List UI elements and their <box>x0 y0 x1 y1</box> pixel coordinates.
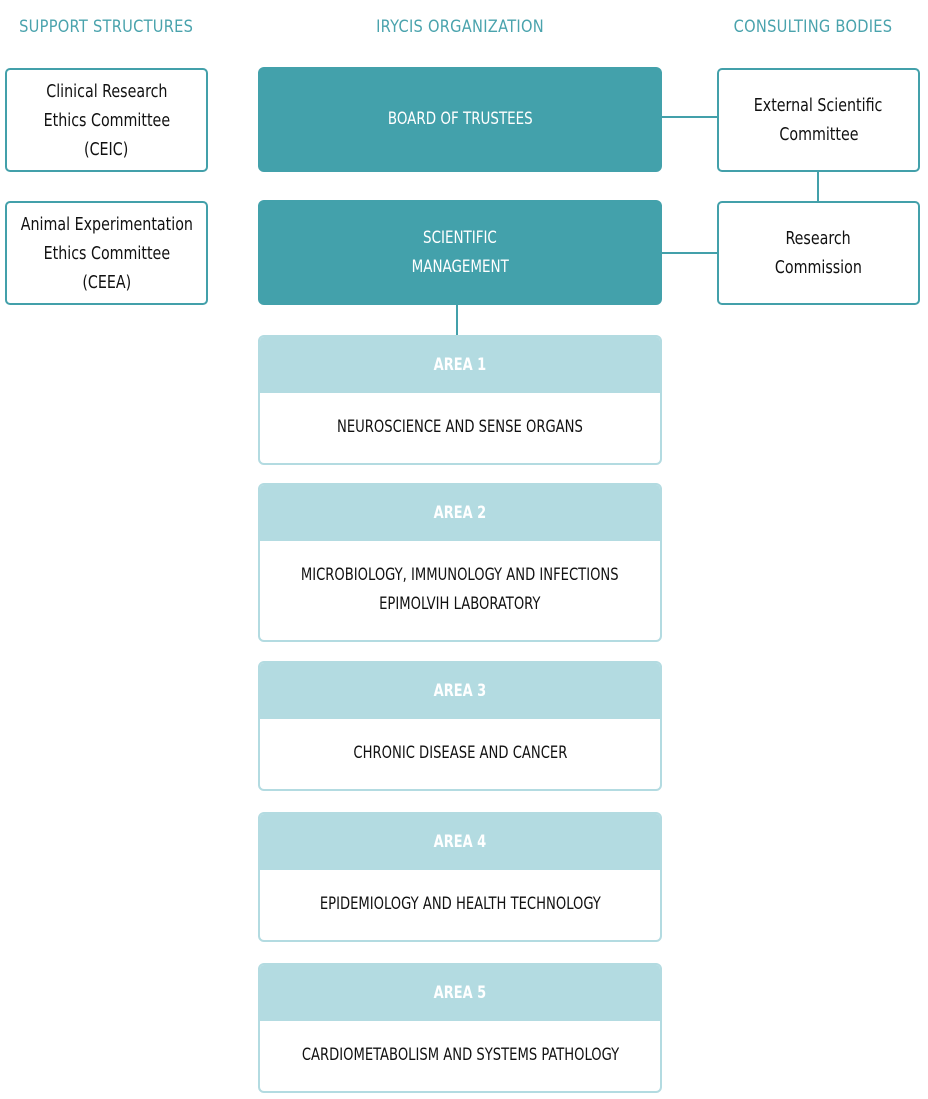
area-3-line-1: CHRONIC DISEASE AND CANCER <box>353 743 567 763</box>
external-committee-line-2: Committee <box>778 124 859 145</box>
board-of-trustees-box: BOARD OF TRUSTEES <box>258 67 662 172</box>
area-4-body: EPIDEMIOLOGY AND HEALTH TECHNOLOGY <box>260 870 660 939</box>
connector-management-to-areas <box>456 305 458 336</box>
area-1-line-1: NEUROSCIENCE AND SENSE ORGANS <box>337 417 583 437</box>
scientific-management-line-2: MANAGEMENT <box>411 256 509 277</box>
area-2-title: AREA 2 <box>433 503 487 523</box>
irycis-organization-header: IRYCIS ORGANIZATION <box>376 17 544 37</box>
consulting-bodies-header: CONSULTING BODIES <box>733 17 893 37</box>
board-of-trustees-label: BOARD OF TRUSTEES <box>387 109 533 129</box>
ceic-line-1: Clinical Research <box>45 80 168 102</box>
research-commission-line-1: Research <box>785 228 852 249</box>
area-4-box: AREA 4 EPIDEMIOLOGY AND HEALTH TECHNOLOG… <box>258 812 662 942</box>
ceea-box: Animal Experimentation Ethics Committee … <box>5 201 208 305</box>
area-5-header: AREA 5 <box>260 965 660 1021</box>
area-5-box: AREA 5 CARDIOMETABOLISM AND SYSTEMS PATH… <box>258 963 662 1093</box>
area-1-header: AREA 1 <box>260 337 660 393</box>
area-4-line-1: EPIDEMIOLOGY AND HEALTH TECHNOLOGY <box>319 894 601 914</box>
external-scientific-committee-box: External Scientific Committee <box>717 68 920 172</box>
area-2-line-2: EPIMOLVIH LABORATORY <box>379 594 541 614</box>
research-commission-line-2: Commission <box>775 257 862 278</box>
area-5-title: AREA 5 <box>433 983 487 1003</box>
area-3-header: AREA 3 <box>260 663 660 719</box>
ceic-line-2: Ethics Committee <box>43 109 170 131</box>
area-3-title: AREA 3 <box>433 681 487 701</box>
ceic-box: Clinical Research Ethics Committee (CEIC… <box>5 68 208 172</box>
area-5-body: CARDIOMETABOLISM AND SYSTEMS PATHOLOGY <box>260 1021 660 1090</box>
area-4-header: AREA 4 <box>260 814 660 870</box>
connector-board-to-external <box>662 116 718 118</box>
support-structures-header: SUPPORT STRUCTURES <box>19 17 194 37</box>
area-1-title: AREA 1 <box>433 355 487 375</box>
area-5-line-1: CARDIOMETABOLISM AND SYSTEMS PATHOLOGY <box>301 1045 619 1065</box>
scientific-management-line-1: SCIENTIFIC <box>423 227 497 248</box>
ceea-line-1: Animal Experimentation <box>20 213 193 235</box>
area-4-title: AREA 4 <box>433 832 487 852</box>
scientific-management-box: SCIENTIFIC MANAGEMENT <box>258 200 662 305</box>
area-1-body: NEUROSCIENCE AND SENSE ORGANS <box>260 393 660 462</box>
area-2-box: AREA 2 MICROBIOLOGY, IMMUNOLOGY AND INFE… <box>258 483 662 642</box>
connector-external-to-research <box>817 171 819 202</box>
area-3-box: AREA 3 CHRONIC DISEASE AND CANCER <box>258 661 662 791</box>
research-commission-box: Research Commission <box>717 201 920 305</box>
area-2-line-1: MICROBIOLOGY, IMMUNOLOGY AND INFECTIONS <box>301 565 619 585</box>
area-2-header: AREA 2 <box>260 485 660 541</box>
ceic-line-3: (CEIC) <box>84 138 129 160</box>
area-3-body: CHRONIC DISEASE AND CANCER <box>260 719 660 788</box>
area-2-body: MICROBIOLOGY, IMMUNOLOGY AND INFECTIONS … <box>260 541 660 639</box>
ceea-line-3: (CEEA) <box>82 271 131 293</box>
external-committee-line-1: External Scientific <box>754 95 883 116</box>
area-1-box: AREA 1 NEUROSCIENCE AND SENSE ORGANS <box>258 335 662 465</box>
ceea-line-2: Ethics Committee <box>43 242 170 264</box>
connector-management-to-research <box>662 252 718 254</box>
